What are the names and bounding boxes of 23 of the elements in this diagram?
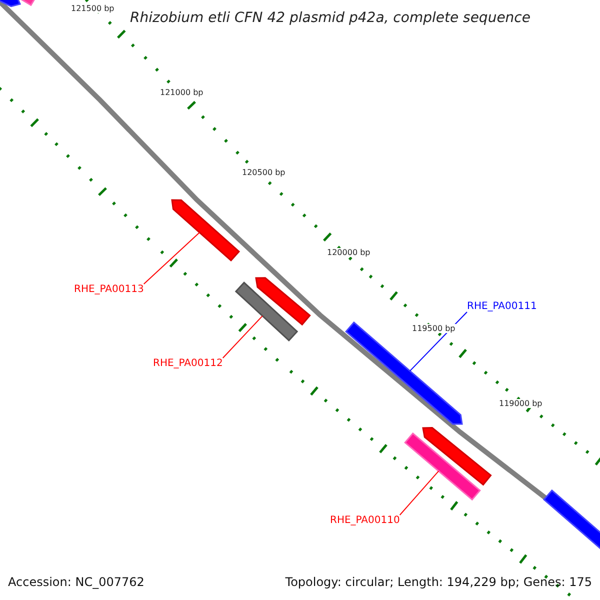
position-label: 119000 bp [498,399,544,408]
footer-text: Topology: circular; Length: 194,229 bp; Genes: 175 [285,575,592,589]
footer-text: Accession: NC_007762 [8,575,144,589]
position-label: 120000 bp [326,248,372,257]
gene-bar [404,432,481,501]
gene-bar [171,199,240,262]
leader-line [143,232,200,284]
position-label: 119500 bp [411,324,456,333]
gene-bar [0,0,22,8]
gene-bar [422,427,492,486]
position-label: 121500 bp [70,4,116,13]
gene-label: RHE_PA00112 [153,358,223,369]
gene-bar [255,277,311,326]
gene-label: RHE_PA00111 [467,301,537,312]
gene-bar [345,321,463,425]
gene-label: RHE_PA00110 [330,515,400,526]
gene-bar [234,282,298,342]
position-label: 120500 bp [241,168,286,177]
title: Rhizobium etli CFN 42 plasmid p42a, complete sequence [130,10,530,26]
leader-line [399,470,440,516]
gene-label: RHE_PA00113 [74,284,144,295]
leader-line [222,315,263,358]
position-label: 121000 bp [159,88,204,97]
